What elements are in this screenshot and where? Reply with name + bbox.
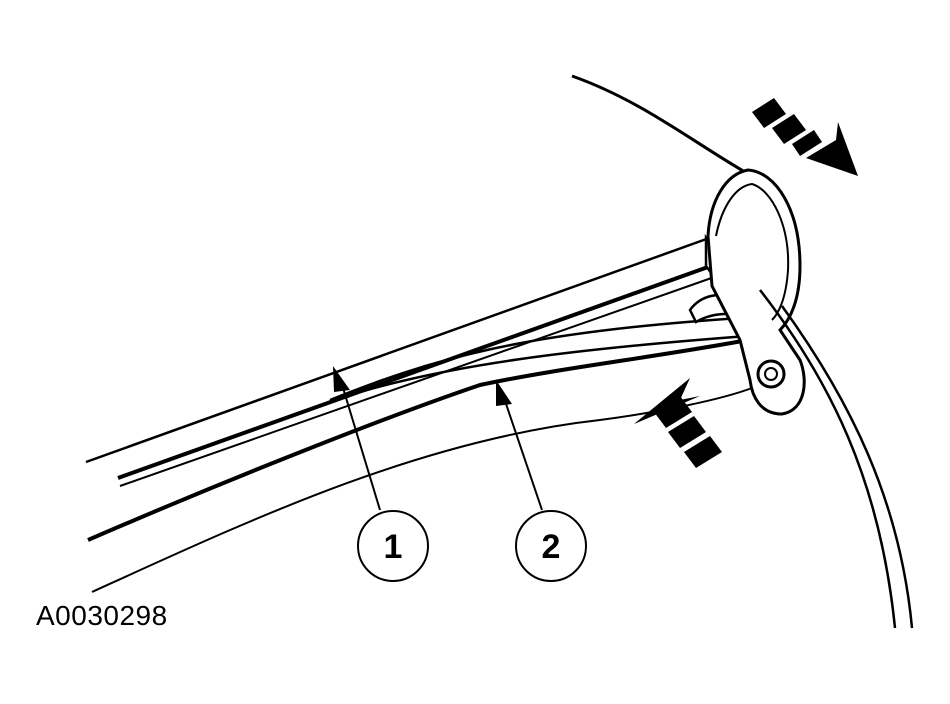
figure-code: A0030298	[36, 600, 168, 631]
molding-strip-upper	[117, 260, 723, 480]
body-panel-edge	[571, 74, 746, 174]
frame-upper-line	[85, 235, 713, 464]
bracket-bolt-hole	[756, 359, 786, 389]
weatherstrip-top	[329, 316, 743, 402]
direction-arrow-top	[752, 98, 858, 176]
pillar-edge-outer	[759, 289, 897, 629]
seal-lower-line	[87, 338, 749, 542]
corner-bracket	[706, 168, 806, 416]
callout-2-arrowhead	[496, 380, 512, 406]
callout-1: 1	[357, 510, 429, 582]
callout-2-leader	[501, 391, 543, 511]
callout-1-arrowhead	[333, 366, 350, 392]
direction-arrow-bottom	[634, 378, 722, 468]
molding-strip-upper-inner	[119, 274, 721, 487]
pillar-edge-inner	[780, 305, 914, 629]
callout-1-label: 1	[384, 528, 403, 566]
callout-1-leader	[339, 377, 381, 511]
callout-2-label: 2	[542, 528, 561, 566]
callout-2: 2	[515, 510, 587, 582]
corner-bracket-inner	[715, 182, 790, 321]
bracket-bolt-hole-inner	[764, 367, 778, 381]
body-lower-line	[91, 387, 753, 593]
weatherstrip-mid	[359, 334, 749, 394]
